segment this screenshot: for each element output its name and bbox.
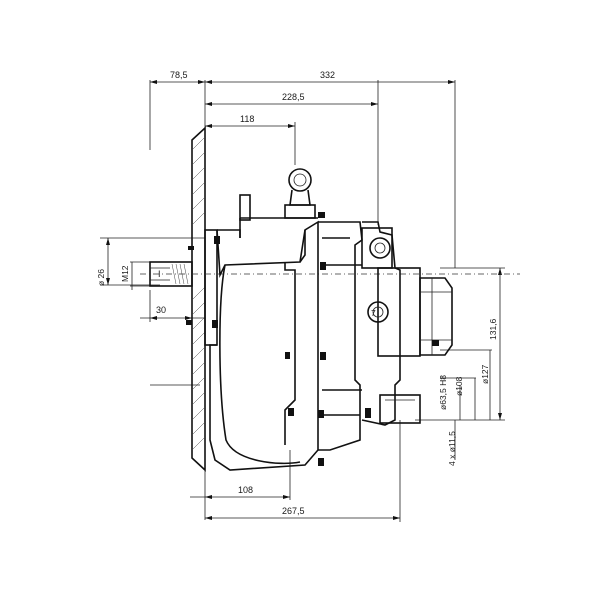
bolt-heads bbox=[186, 212, 439, 466]
svg-text:7: 7 bbox=[371, 308, 376, 318]
dim-shaft-thread: M12 bbox=[120, 265, 130, 282]
dim-bottom-long-length: 267,5 bbox=[282, 506, 305, 516]
dim-flange-height: 131,6 bbox=[488, 318, 498, 340]
dim-bottom-short-length: 108 bbox=[238, 485, 253, 495]
dim-outer-diameter: ø127 bbox=[480, 364, 490, 384]
dim-top-left-width: 78,5 bbox=[170, 70, 188, 80]
dim-top-short-length: 118 bbox=[240, 114, 254, 124]
dim-shaft-length: 30 bbox=[156, 305, 166, 315]
output-flange-section: 7 bbox=[361, 221, 453, 426]
dimension-labels: 78,5 332 228,5 118 ø 26 M12 30 108 267,5… bbox=[96, 70, 498, 516]
dim-spigot-diameter: ø63,5 H8 bbox=[438, 375, 448, 410]
dimension-lines bbox=[100, 80, 505, 522]
dim-overall-length: 332 bbox=[320, 70, 335, 80]
bell-housing-flange bbox=[191, 126, 218, 472]
dim-mount-holes: 4 x ø11,5 bbox=[447, 431, 457, 466]
dim-top-mid-length: 228,5 bbox=[282, 92, 305, 102]
input-shaft bbox=[140, 261, 520, 287]
dim-bolt-circle: ø108 bbox=[454, 376, 464, 396]
shaft-marker: I bbox=[158, 269, 161, 279]
main-housing bbox=[209, 168, 363, 471]
dim-shaft-diameter: ø 26 bbox=[96, 269, 106, 286]
